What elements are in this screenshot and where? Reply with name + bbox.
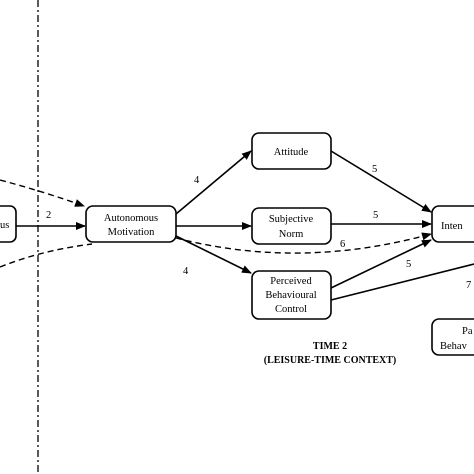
edge-label-am-to-pbc: 4 <box>183 266 189 277</box>
node-past-behaviour-line2: Behav <box>440 341 468 352</box>
node-attitude: Attitude <box>251 132 332 170</box>
node-past-behaviour-line1: Pa <box>462 326 473 337</box>
edge-dashed-left-lower <box>0 243 93 268</box>
edge-pbc-to-right <box>330 263 474 301</box>
caption-context: (LEISURE-TIME CONTEXT) <box>264 355 397 366</box>
edge-pbc-to-intention <box>330 239 432 289</box>
node-autonomous-motivation: Autonomous Motivation <box>85 205 177 243</box>
node-pbc-line2: Behavioural <box>265 290 316 301</box>
node-pbc: Perceived Behavioural Control <box>251 270 332 320</box>
edge-label-pbc-to-intention: 5 <box>406 259 411 270</box>
edge-label-pbc-to-right: 7 <box>466 280 471 291</box>
node-subjective-norm-line1: Subjective <box>269 214 314 225</box>
edge-label-norm-to-intention: 5 <box>373 210 378 221</box>
node-subjective-norm-line2: Norm <box>279 229 304 240</box>
node-subjective-norm: Subjective Norm <box>251 207 332 245</box>
edge-dashed-left-upper <box>0 179 85 207</box>
node-autonomous-motivation-line1: Autonomous <box>104 213 158 224</box>
edge-label-attitude-to-intention: 5 <box>372 164 377 175</box>
node-intention-partial: Inten <box>431 205 474 243</box>
node-autonomous-motivation-line2: Motivation <box>108 227 155 238</box>
node-pbc-line1: Perceived <box>270 276 312 287</box>
node-intention-partial-label: Inten <box>441 221 463 232</box>
node-pbc-line3: Control <box>275 304 307 315</box>
edge-label-am-to-attitude: 4 <box>194 175 200 186</box>
node-past-behaviour-partial: Pa Behav <box>431 318 474 356</box>
node-left-partial-label: us <box>0 220 9 231</box>
edge-am-to-attitude <box>175 150 252 215</box>
node-left-partial: us <box>0 205 17 243</box>
edge-label-am-to-intention-dashed: 6 <box>340 239 345 250</box>
edge-am-to-pbc <box>175 235 252 274</box>
caption-time: TIME 2 <box>313 341 347 352</box>
edge-dashed-am-to-intention <box>175 232 432 254</box>
edge-attitude-to-intention <box>330 150 432 213</box>
node-attitude-label: Attitude <box>274 147 309 158</box>
edge-label-left-to-am: 2 <box>46 210 51 221</box>
